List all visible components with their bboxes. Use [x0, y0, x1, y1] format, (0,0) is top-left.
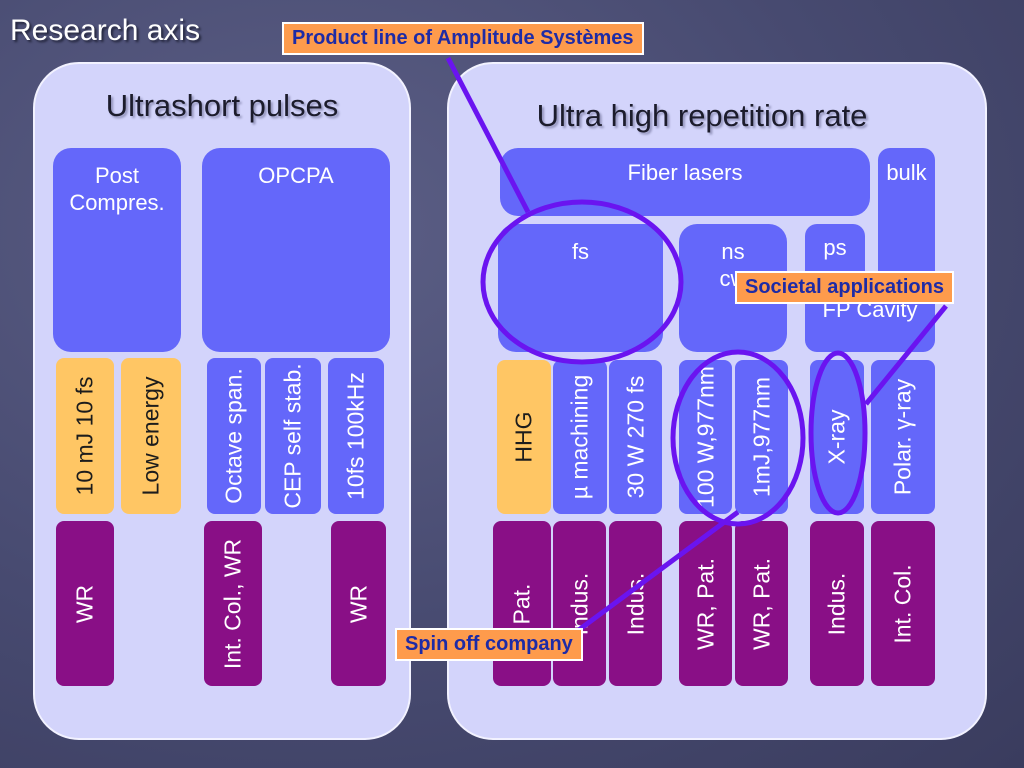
output-wr-1: WR — [56, 521, 114, 686]
tag-low-energy: Low energy — [121, 358, 181, 514]
ultra-high-rep-rate-title: Ultra high repetition rate — [536, 98, 868, 133]
tag-octave-span: Octave span. — [207, 358, 261, 514]
tag-label: Octave span. — [220, 368, 247, 504]
output-label: Indus. — [566, 572, 592, 635]
ultrashort-pulses-title: Ultrashort pulses — [105, 88, 339, 123]
spin-off-company-callout: Spin off company — [395, 628, 583, 661]
tag-label: Low energy — [137, 376, 164, 496]
output-pat: Pat. — [493, 521, 551, 686]
tag-label: X-ray — [823, 409, 850, 465]
societal-applications-callout: Societal applications — [735, 271, 954, 304]
tag-10fs-100khz: 10fs 100kHz — [328, 358, 384, 514]
output-label: WR — [345, 584, 371, 623]
tag-100w-977nm: 100 W,977nm — [679, 360, 732, 514]
output-label: Indus. — [622, 572, 648, 635]
tag-label: 30 W 270 fs — [622, 375, 648, 499]
tag-label: µ machining — [566, 374, 593, 500]
tag-cep-self-stab: CEP self stab. — [265, 358, 321, 514]
output-label: WR, Pat. — [692, 557, 718, 650]
tag-label: Polar. γ-ray — [889, 378, 916, 496]
post-compres-label: Post Compres. — [69, 163, 165, 215]
slide-title: Research axis — [10, 14, 201, 47]
fs-box: fs — [498, 224, 663, 352]
output-int-col-wr: Int. Col., WR — [204, 521, 262, 686]
product-line-callout: Product line of Amplitude Systèmes — [282, 22, 644, 55]
tag-label: 100 W,977nm — [692, 366, 718, 508]
tag-label: 10 mJ 10 fs — [71, 376, 98, 496]
opcpa-label: OPCPA — [258, 163, 334, 188]
tag-polar-gamma-ray: Polar. γ-ray — [871, 360, 935, 514]
tag-hhg: HHG — [497, 360, 551, 514]
output-int-col: Int. Col. — [871, 521, 935, 686]
ps-label: ps — [823, 235, 847, 260]
tag-label: HHG — [510, 411, 537, 463]
output-wr-pat-2: WR, Pat. — [735, 521, 788, 686]
output-label: WR, Pat. — [748, 557, 774, 650]
output-indus-3: Indus. — [810, 521, 864, 686]
tag-10mj-10fs: 10 mJ 10 fs — [56, 358, 114, 514]
output-indus-2: Indus. — [609, 521, 662, 686]
tag-u-machining: µ machining — [553, 360, 607, 514]
output-label: Indus. — [823, 572, 850, 635]
output-label: Int. Col. — [889, 563, 916, 644]
output-label: Pat. — [508, 583, 535, 624]
output-wr-pat-1: WR, Pat. — [679, 521, 732, 686]
fiber-lasers-label: Fiber lasers — [627, 160, 743, 185]
tag-label: CEP self stab. — [279, 363, 306, 509]
output-label: Int. Col., WR — [219, 538, 246, 669]
bulk-label: bulk — [886, 160, 927, 185]
tag-30w-270fs: 30 W 270 fs — [609, 360, 662, 514]
fs-label: fs — [571, 239, 590, 264]
tag-1mj-977nm: 1mJ,977nm — [735, 360, 788, 514]
tag-x-ray: X-ray — [810, 360, 864, 514]
output-wr-2: WR — [331, 521, 386, 686]
post-compres-box: Post Compres. — [53, 148, 181, 352]
opcpa-box: OPCPA — [202, 148, 390, 352]
fiber-lasers-box: Fiber lasers — [500, 148, 870, 216]
output-indus-1: Indus. — [553, 521, 606, 686]
output-label: WR — [71, 584, 98, 623]
tag-label: 1mJ,977nm — [748, 376, 774, 498]
tag-label: 10fs 100kHz — [342, 372, 369, 500]
